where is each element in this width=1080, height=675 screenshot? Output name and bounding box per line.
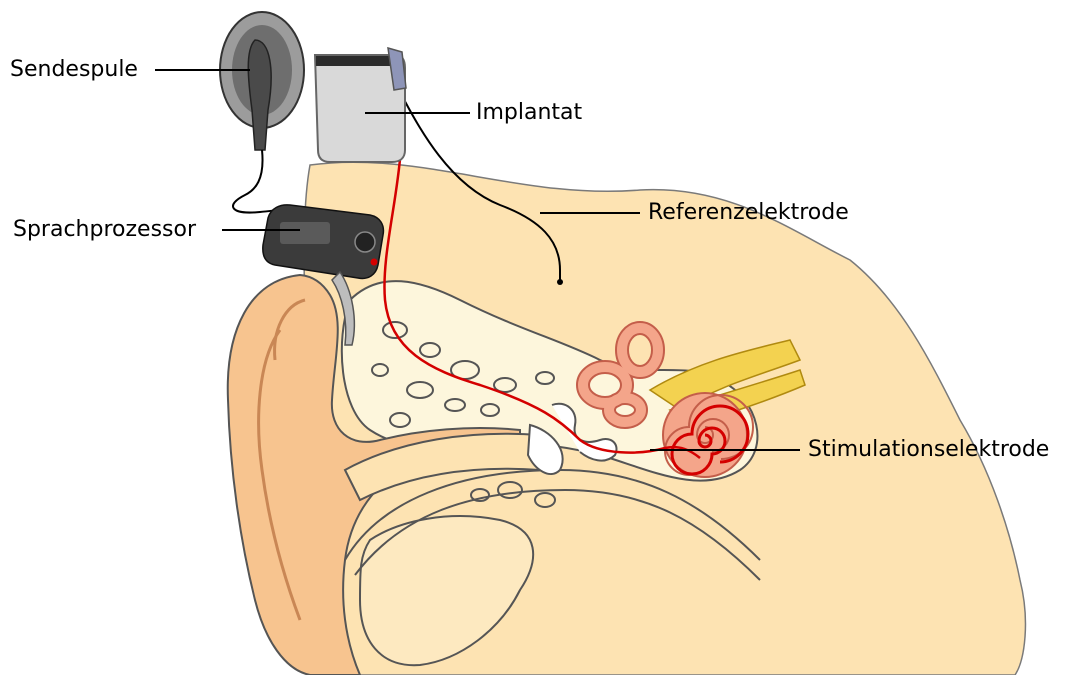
label-stimulationselektrode: Stimulationselektrode (808, 439, 1049, 461)
implant-top-strip (316, 56, 394, 66)
transmitter-coil-arm (248, 40, 271, 150)
label-sprachprozessor: Sprachprozessor (13, 219, 196, 241)
label-referenzelektrode: Referenzelektrode (648, 202, 849, 224)
label-implantat: Implantat (476, 102, 582, 124)
label-sendespule: Sendespule (10, 59, 138, 81)
reference-electrode-tip (557, 279, 563, 285)
speech-processor-led (371, 259, 378, 266)
coil-cable (233, 150, 295, 213)
speech-processor-dial (355, 232, 375, 252)
speech-processor-panel (280, 222, 330, 244)
